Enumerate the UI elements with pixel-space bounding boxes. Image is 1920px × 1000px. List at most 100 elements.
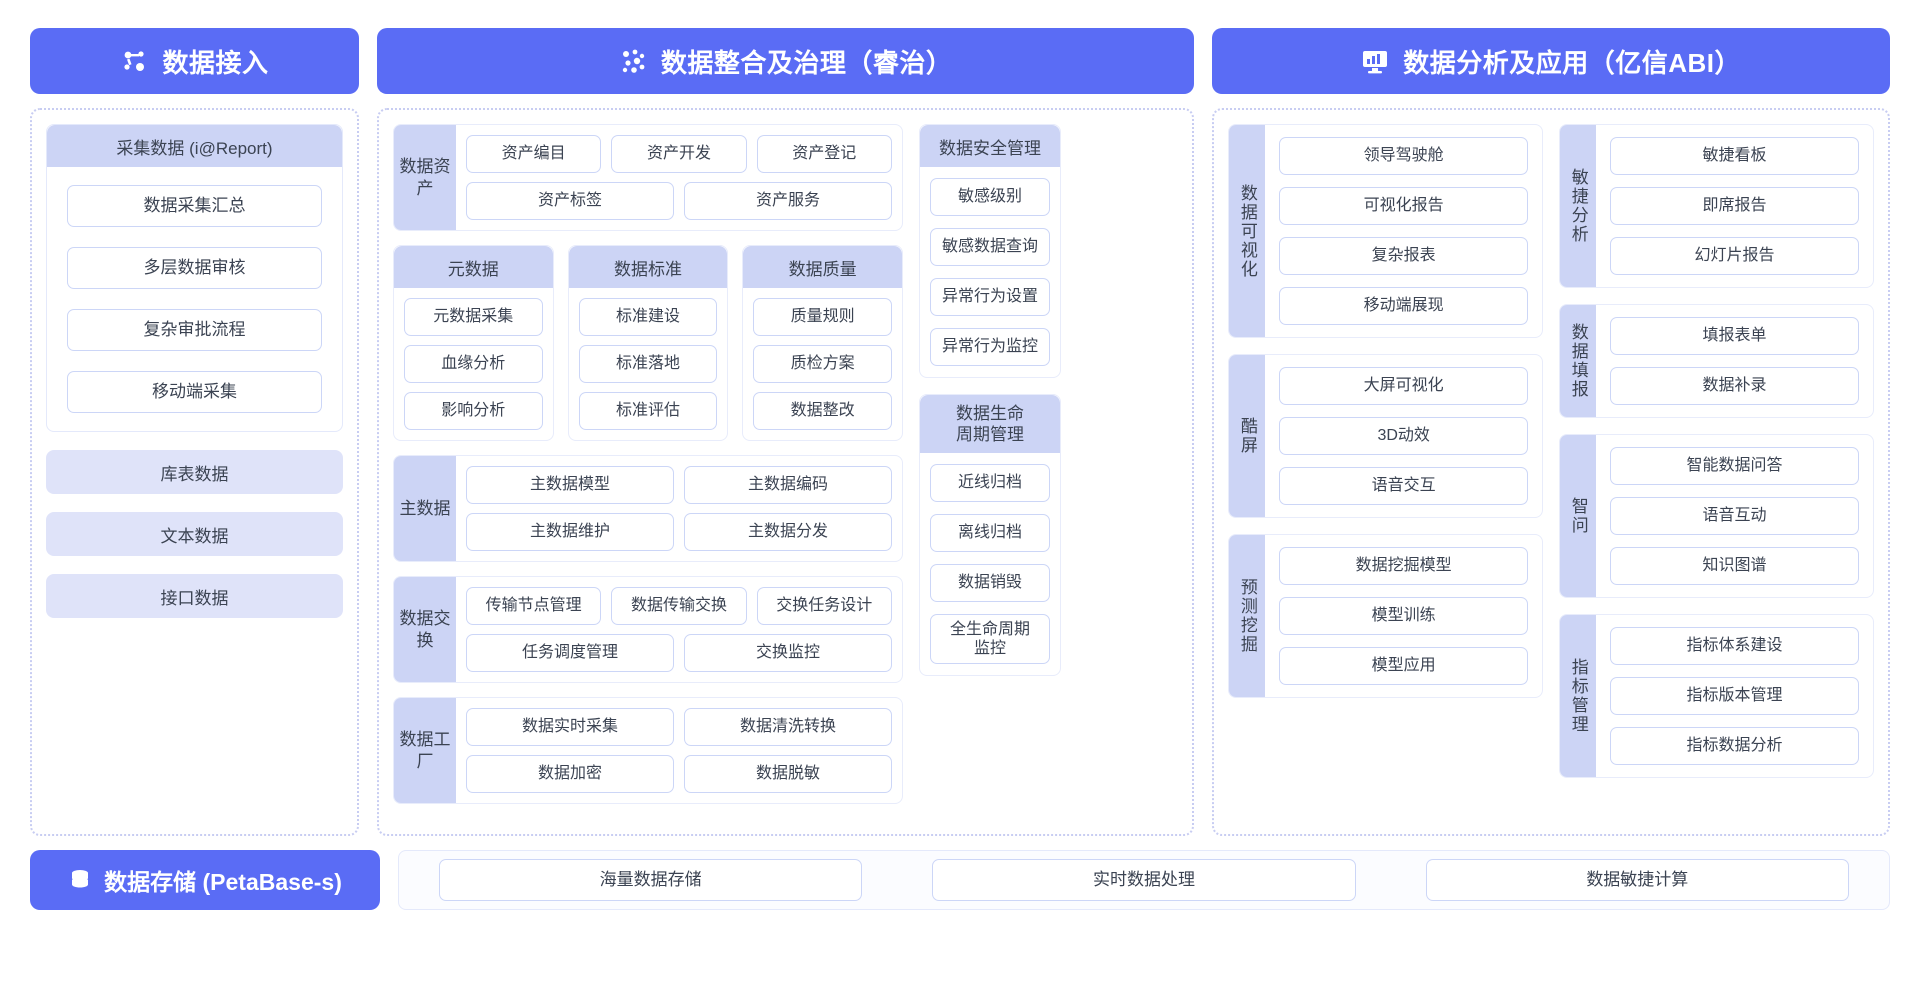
list-item[interactable]: 领导驾驶舱 (1279, 137, 1529, 175)
list-item[interactable]: 敏捷看板 (1610, 137, 1859, 175)
standalone-item-api-data[interactable]: 接口数据 (46, 574, 343, 618)
list-item[interactable]: 离线归档 (929, 514, 1050, 552)
list-item[interactable]: 交换监控 (683, 634, 892, 672)
panel-title: 数据生命 周期管理 (919, 395, 1060, 453)
list-item[interactable]: 数据清洗转换 (683, 708, 892, 746)
list-item[interactable]: 标准落地 (578, 345, 718, 383)
list-item[interactable]: 主数据维护 (465, 513, 674, 551)
list-item[interactable]: 交换任务设计 (756, 587, 892, 625)
panel-data-security: 数据安全管理 敏感级别 敏感数据查询 异常行为设置 异常行为监控 (918, 124, 1061, 378)
list-item[interactable]: 移动端展现 (1279, 287, 1529, 325)
list-item[interactable]: 语音互动 (1610, 497, 1859, 535)
list-item[interactable]: 3D动效 (1279, 417, 1529, 455)
list-item[interactable]: 传输节点管理 (465, 587, 602, 625)
nodes-network-icon (120, 47, 148, 75)
block-label: 主数据 (393, 456, 456, 561)
list-item[interactable]: 数据实时采集 (465, 708, 674, 746)
list-item[interactable]: 主数据分发 (683, 513, 892, 551)
storage-bar: 数据存储 (PetaBase-s) 海量数据存储 实时数据处理 数据敏捷计算 (30, 850, 1890, 910)
header-title: 数据分析及应用（亿信ABI） (1403, 47, 1741, 78)
block-data-reporting: 数据填报 填报表单 数据补录 (1559, 304, 1874, 418)
block-data-exchange: 数据交换 传输节点管理 数据传输交换 交换任务设计 任务调度管理 交换监控 (392, 576, 903, 683)
list-item[interactable]: 实时数据处理 (932, 859, 1356, 901)
block-label: 数据填报 (1560, 305, 1597, 417)
standalone-item-text-data[interactable]: 文本数据 (46, 512, 343, 556)
list-item[interactable]: 数据传输交换 (611, 587, 747, 625)
list-item[interactable]: 指标体系建设 (1610, 627, 1859, 665)
list-item[interactable]: 数据销毁 (929, 564, 1050, 602)
panel-data-lifecycle: 数据生命 周期管理 近线归档 离线归档 数据销毁 全生命周期 监控 (918, 394, 1061, 676)
governance-side-panels: 数据安全管理 敏感级别 敏感数据查询 异常行为设置 异常行为监控 数据生命 周期… (918, 124, 1061, 820)
list-item[interactable]: 大屏可视化 (1279, 367, 1529, 405)
list-item[interactable]: 资产开发 (611, 135, 747, 173)
header-data-governance[interactable]: 数据整合及治理（睿治） (376, 28, 1195, 94)
list-item[interactable]: 数据加密 (465, 755, 674, 793)
list-item[interactable]: 数据敏捷计算 (1425, 859, 1849, 901)
block-label: 敏捷分析 (1560, 125, 1597, 287)
list-item[interactable]: 指标版本管理 (1610, 677, 1859, 715)
list-item[interactable]: 数据整改 (753, 392, 892, 430)
header-data-analysis[interactable]: 数据分析及应用（亿信ABI） (1212, 28, 1890, 94)
list-item[interactable]: 可视化报告 (1279, 187, 1529, 225)
list-item[interactable]: 全生命周期 监控 (929, 614, 1050, 664)
list-item[interactable]: 多层数据审核 (67, 247, 322, 289)
collect-data-items: 数据采集汇总 多层数据审核 复杂审批流程 移动端采集 (47, 167, 342, 431)
list-item[interactable]: 质检方案 (753, 345, 892, 383)
list-item[interactable]: 资产服务 (683, 182, 892, 220)
block-label: 酷屏 (1229, 355, 1266, 517)
list-item[interactable]: 标准建设 (578, 298, 718, 336)
list-item[interactable]: 主数据模型 (465, 466, 674, 504)
list-item[interactable]: 资产编目 (465, 135, 602, 173)
list-item[interactable]: 复杂报表 (1279, 237, 1529, 275)
list-item[interactable]: 智能数据问答 (1610, 447, 1859, 485)
block-cool-screen: 酷屏 大屏可视化 3D动效 语音交互 (1228, 354, 1544, 518)
column-data-analysis: 数据可视化 领导驾驶舱 可视化报告 复杂报表 移动端展现 酷屏 大屏可视化 3D… (1212, 108, 1890, 836)
list-item[interactable]: 任务调度管理 (465, 634, 674, 672)
list-item[interactable]: 标准评估 (578, 392, 718, 430)
list-item[interactable]: 语音交互 (1279, 467, 1529, 505)
list-item[interactable]: 数据采集汇总 (67, 185, 322, 227)
block-label: 数据工厂 (393, 698, 456, 803)
storage-feature-list: 海量数据存储 实时数据处理 数据敏捷计算 (398, 850, 1890, 910)
list-item[interactable]: 资产标签 (465, 182, 674, 220)
list-item[interactable]: 敏感数据查询 (929, 228, 1050, 266)
list-item[interactable]: 幻灯片报告 (1610, 237, 1859, 275)
list-item[interactable]: 质量规则 (753, 298, 892, 336)
list-item[interactable]: 近线归档 (929, 464, 1050, 502)
list-item[interactable]: 影响分析 (403, 392, 543, 430)
standalone-item-table-data[interactable]: 库表数据 (46, 450, 343, 494)
list-item[interactable]: 指标数据分析 (1610, 727, 1859, 765)
collect-data-group: 采集数据 (i@Report) 数据采集汇总 多层数据审核 复杂审批流程 移动端… (46, 124, 343, 432)
block-data-factory: 数据工厂 数据实时采集 数据清洗转换 数据加密 数据脱敏 (392, 697, 903, 804)
dots-cluster-icon (619, 47, 647, 75)
list-item[interactable]: 异常行为设置 (929, 278, 1050, 316)
list-item[interactable]: 模型训练 (1279, 597, 1529, 635)
list-item[interactable]: 数据挖掘模型 (1279, 547, 1529, 585)
list-item[interactable]: 元数据采集 (403, 298, 543, 336)
list-item[interactable]: 移动端采集 (67, 371, 322, 413)
list-item[interactable]: 主数据编码 (683, 466, 892, 504)
header-bar-row: 数据接入 数据整合及治理（睿治） (30, 28, 1890, 94)
list-item[interactable]: 海量数据存储 (439, 859, 863, 901)
analysis-right-column: 敏捷分析 敏捷看板 即席报告 幻灯片报告 数据填报 填报表单 数据补录 智问 (1559, 124, 1874, 820)
list-item[interactable]: 血缘分析 (403, 345, 543, 383)
list-item[interactable]: 知识图谱 (1610, 547, 1859, 585)
block-predictive-mining: 预测挖掘 数据挖掘模型 模型训练 模型应用 (1228, 534, 1544, 698)
list-item[interactable]: 填报表单 (1610, 317, 1859, 355)
list-item[interactable]: 异常行为监控 (929, 328, 1050, 366)
block-data-visualization: 数据可视化 领导驾驶舱 可视化报告 复杂报表 移动端展现 (1228, 124, 1544, 338)
list-item[interactable]: 资产登记 (756, 135, 892, 173)
tri-column-group: 元数据 元数据采集 血缘分析 影响分析 数据标准 标准建设 标准落地 标准评估 (392, 245, 903, 441)
header-data-ingest[interactable]: 数据接入 (30, 28, 359, 94)
storage-badge[interactable]: 数据存储 (PetaBase-s) (30, 850, 380, 910)
main-columns: 采集数据 (i@Report) 数据采集汇总 多层数据审核 复杂审批流程 移动端… (30, 108, 1890, 836)
block-label: 数据交换 (393, 577, 456, 682)
block-master-data: 主数据 主数据模型 主数据编码 主数据维护 主数据分发 (392, 455, 903, 562)
list-item[interactable]: 模型应用 (1279, 647, 1529, 685)
list-item[interactable]: 复杂审批流程 (67, 309, 322, 351)
list-item[interactable]: 敏感级别 (929, 178, 1050, 216)
block-data-quality: 数据质量 质量规则 质检方案 数据整改 (742, 245, 903, 441)
list-item[interactable]: 数据补录 (1610, 367, 1859, 405)
list-item[interactable]: 即席报告 (1610, 187, 1859, 225)
list-item[interactable]: 数据脱敏 (683, 755, 892, 793)
